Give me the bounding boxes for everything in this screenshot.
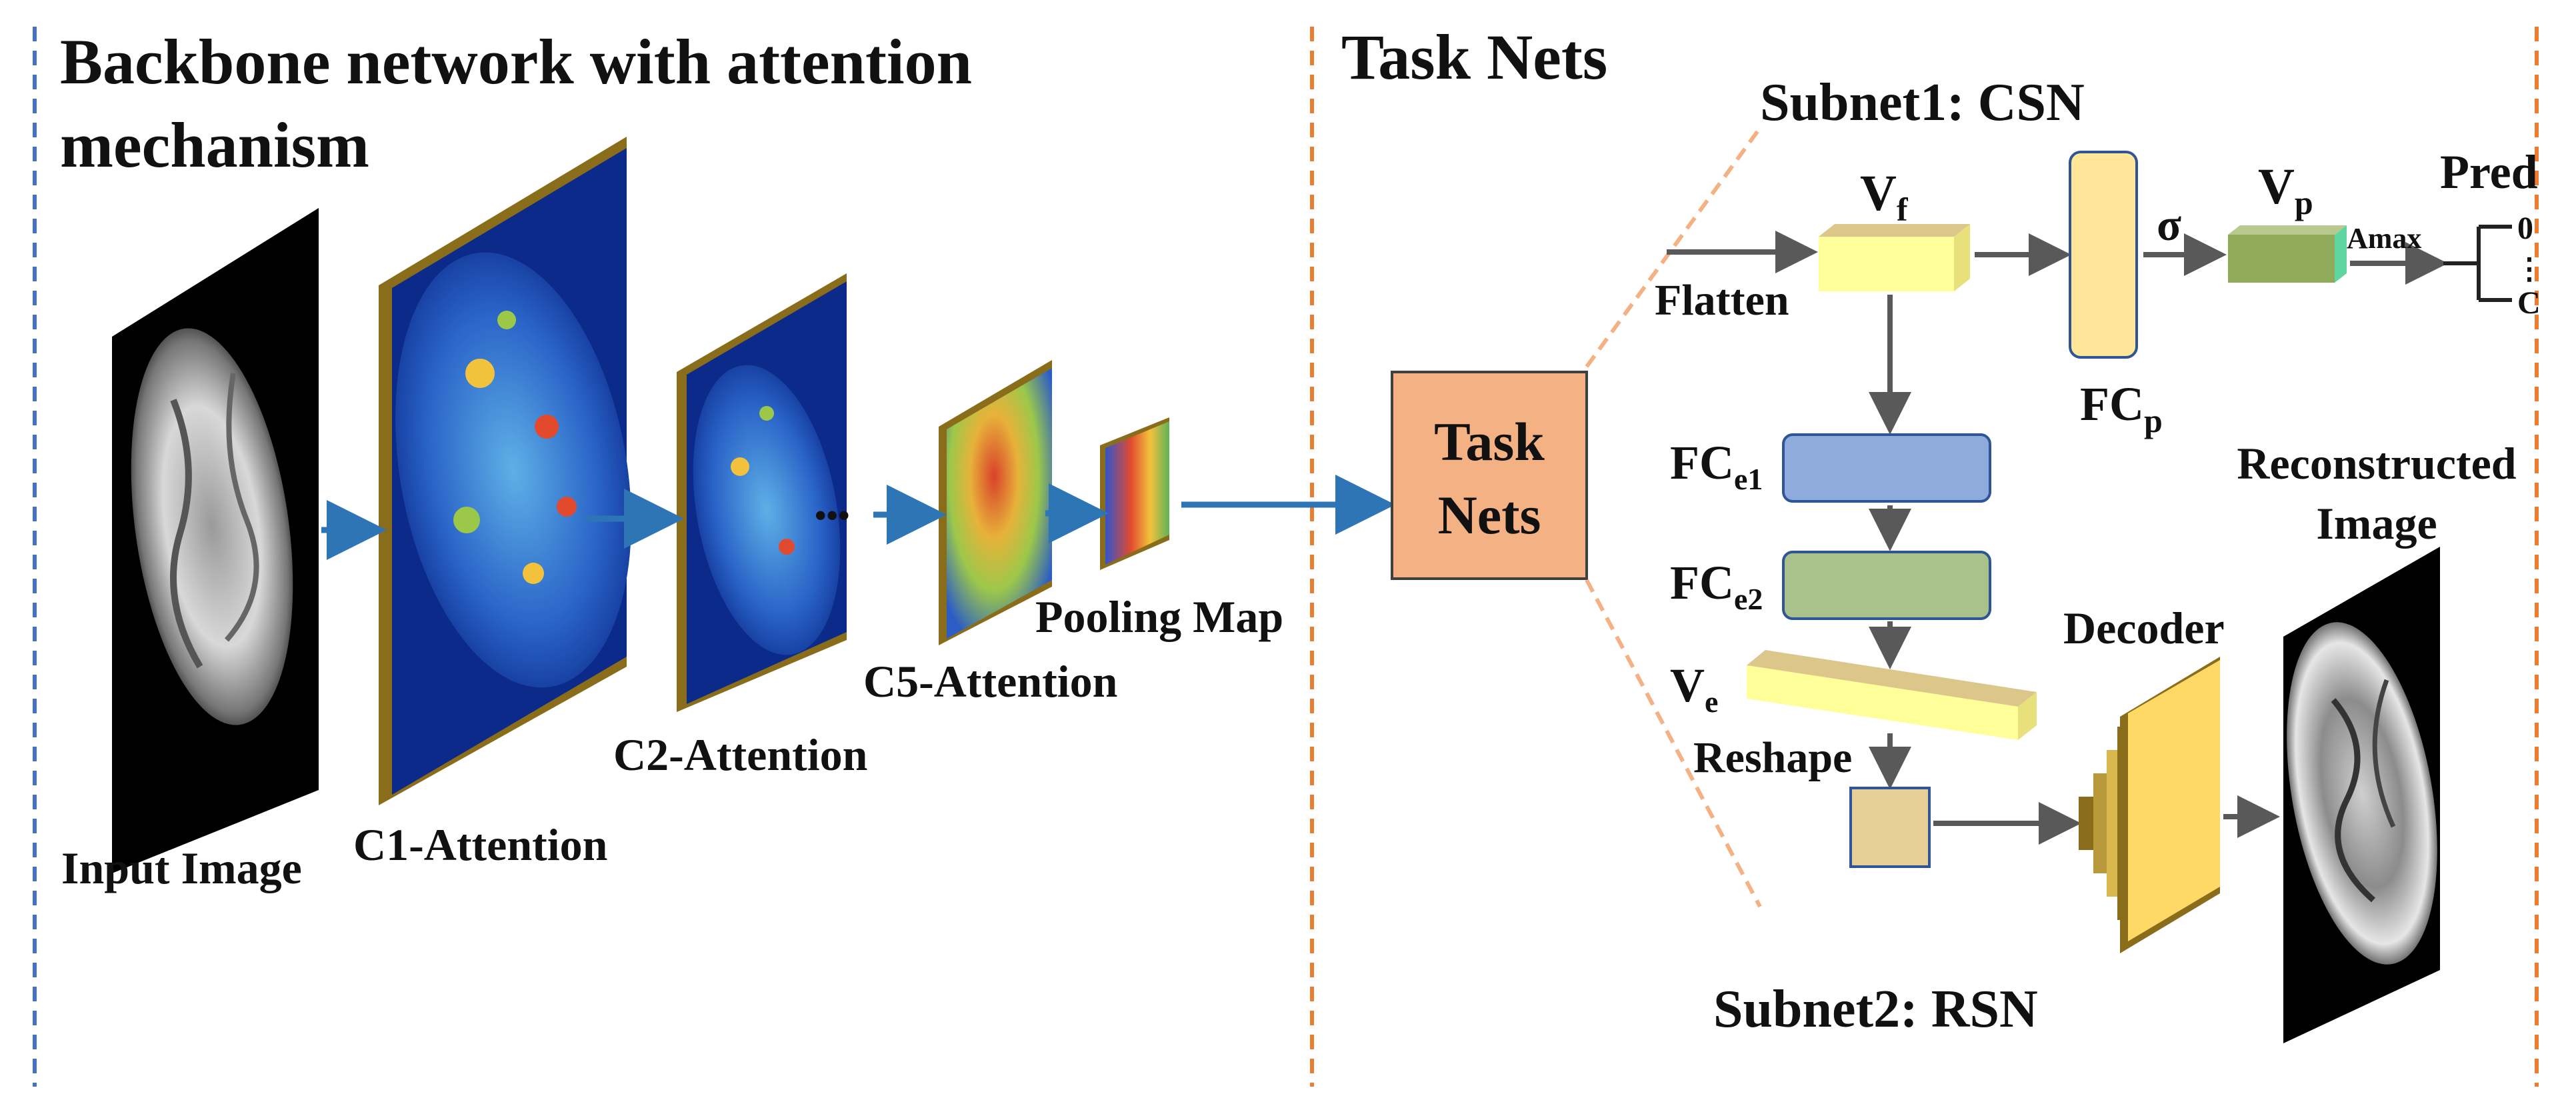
c2-attention-label: C2-Attention	[613, 729, 868, 780]
backbone-title-line2: mechanism	[60, 109, 369, 181]
pred-bracket	[2443, 225, 2512, 302]
backbone-title-line1: Backbone network with attention	[60, 26, 972, 97]
tasknets-box-line2: Nets	[1438, 485, 1541, 545]
pred-class-dots: ⋮	[2515, 253, 2544, 285]
vf-label: Vf	[1860, 165, 1909, 228]
fce2-label: FCe2	[1670, 556, 1763, 616]
vp-label: Vp	[2258, 159, 2313, 221]
tasknets-box	[1391, 371, 1588, 580]
tasknets-box-line1: Task	[1434, 411, 1545, 472]
input-image-label: Input Image	[61, 843, 302, 893]
pooling-map-label: Pooling Map	[1035, 591, 1283, 642]
amax-label: Amax	[2347, 222, 2421, 255]
vf-vector	[1819, 224, 1970, 291]
reshape-label: Reshape	[1693, 733, 1852, 782]
reconstructed-label-line1: Reconstructed	[2237, 438, 2516, 489]
fce1-layer	[1782, 433, 1991, 503]
ve-label: Ve	[1670, 659, 1718, 719]
sigma-label: σ	[2157, 199, 2181, 250]
flatten-label: Flatten	[1655, 276, 1789, 325]
pred-label: Pred	[2440, 145, 2538, 199]
c1-attention-label: C1-Attention	[353, 819, 608, 870]
c1-attention-map	[379, 137, 631, 805]
tasknets-title: Task Nets	[1341, 21, 1607, 93]
ve-vector	[1747, 650, 2037, 740]
fcp-label: FCp	[2080, 377, 2163, 439]
c5-attention-label: C5-Attention	[863, 656, 1118, 707]
fce1-label: FCe1	[1670, 436, 1763, 496]
subnet2-title: Subnet2: RSN	[1713, 980, 2038, 1039]
c5-attention-map	[939, 360, 1052, 645]
reconstructed-image	[2283, 547, 2440, 1043]
fcp-layer	[2069, 151, 2138, 359]
decoder-label: Decoder	[2063, 603, 2225, 653]
subnet1-title: Subnet1: CSN	[1760, 73, 2085, 132]
pooling-map	[1100, 417, 1169, 570]
reconstructed-label-line2: Image	[2316, 498, 2437, 549]
fce2-layer	[1782, 551, 1991, 620]
c2-attention-map	[677, 273, 847, 712]
vp-vector	[2228, 225, 2347, 283]
backbone-ellipsis: •••	[815, 497, 850, 534]
fanout-line-lower	[1585, 579, 1762, 908]
decoder-block	[2079, 657, 2220, 953]
input-image	[112, 208, 319, 873]
reshape-block	[1849, 787, 1931, 868]
pred-class-bottom: C	[2517, 285, 2541, 321]
pred-class-top: 0	[2517, 211, 2533, 246]
fanout-line-upper	[1585, 127, 1762, 368]
